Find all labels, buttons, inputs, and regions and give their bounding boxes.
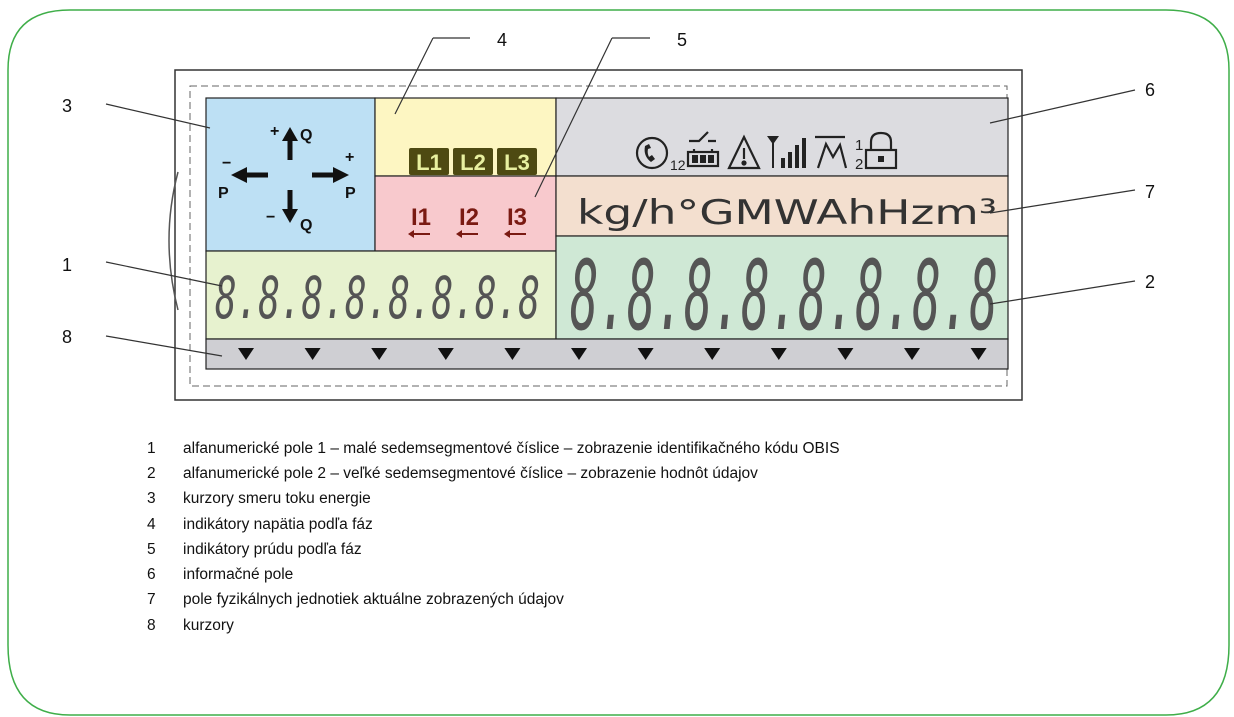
leader-8 [105, 335, 223, 357]
cursor-arrow-icon [238, 348, 254, 360]
energy-flow-field [205, 97, 376, 252]
leader-3 [105, 103, 211, 129]
phase-l3-label: L3 [504, 150, 530, 175]
legend-list: 1 alfanumerické pole 1 – malé sedemsegmen… [120, 436, 840, 638]
callout-3: 3 [62, 96, 73, 116]
phase-voltage-indicators: L1 L2 L3 [409, 148, 537, 175]
callout-2: 2 [1145, 272, 1156, 292]
cursor-arrow-icon [970, 348, 987, 360]
legend-number: 8 [147, 616, 156, 634]
phase-l3-indicator [497, 148, 537, 175]
energy-plus-p-label: + [345, 149, 354, 166]
current-i2-label: I2 [459, 204, 479, 231]
energy-p-left-label: P [218, 185, 229, 202]
legend-text: alfanumerické pole 2 – veľké sedemsegmen… [183, 464, 758, 482]
callout-8: 8 [62, 327, 73, 347]
phone-icon [635, 136, 669, 170]
leader-2 [989, 280, 1136, 305]
cursor-arrow-icon [837, 348, 854, 360]
cursor-arrow-icon [637, 348, 654, 360]
lock-icon [864, 131, 898, 170]
fraction-numerator: 1 [855, 137, 863, 154]
callout-6: 6 [1145, 80, 1156, 100]
energy-p-right-label: P [345, 185, 356, 202]
slide-frame [7, 9, 1230, 716]
legend-item: 3 kurzory smeru toku energie [120, 487, 840, 512]
cursor-arrow-icon [437, 348, 454, 360]
phase-l1-label: L1 [416, 150, 442, 175]
small-digits-readout: 8.8.8.8.8.8.8.8 [215, 264, 540, 332]
legend-text: indikátory prúdu podľa fáz [183, 540, 362, 558]
cursor-arrows [238, 348, 987, 360]
display-side-bracket [168, 171, 179, 311]
legend-text: kurzory [183, 616, 234, 634]
cursor-field [205, 338, 1009, 370]
battery-switch-icon [686, 131, 720, 168]
legend-text: kurzory smeru toku energie [183, 490, 371, 508]
info-icons: 12 1 2 [635, 131, 898, 173]
energy-q-top-label: Q [300, 127, 312, 144]
legend-number: 2 [147, 464, 156, 482]
energy-plus-q-label: + [270, 123, 279, 140]
cursor-arrow-icon [371, 348, 388, 360]
legend-text: indikátory napätia podľa fáz [183, 515, 373, 533]
legend-item: 8 kurzory [120, 613, 840, 638]
display-inner-dashed [189, 85, 1008, 387]
energy-flow-arrows-icon [231, 127, 349, 223]
legend-number: 5 [147, 540, 156, 558]
callout-4: 4 [497, 30, 508, 50]
cursor-arrow-icon [704, 348, 721, 360]
cursor-arrow-icon [304, 348, 321, 360]
legend-text: pole fyzikálnych jednotiek aktuálne zobr… [183, 591, 564, 609]
leader-4-diag [394, 37, 434, 115]
legend-text: informačné pole [183, 566, 294, 584]
cursor-arrow-icon [904, 348, 920, 360]
energy-minus-q-label: − [266, 209, 275, 226]
legend-item: 2 alfanumerické pole 2 – veľké sedemsegme… [120, 461, 840, 486]
current-i3-label: I3 [507, 204, 527, 231]
legend-item: 5 indikátory prúdu podľa fáz [120, 537, 840, 562]
units-label: kg/h°GMWAhHzm³ [577, 193, 997, 233]
legend-item: 7 pole fyzikálnych jednotiek aktuálne zob… [120, 588, 840, 613]
leader-5-diag [534, 37, 613, 198]
legend-text: alfanumerické pole 1 – malé sedemsegment… [183, 439, 840, 457]
warning-icon [727, 134, 761, 170]
legend-item: 1 alfanumerické pole 1 – malé sedemsegmen… [120, 436, 840, 461]
energy-q-bottom-label: Q [300, 217, 312, 234]
phase-current-indicators: I1 I2 I3 [408, 204, 527, 238]
energy-minus-p-label: − [222, 155, 231, 172]
cursor-arrow-icon [504, 348, 521, 360]
callout-5: 5 [677, 30, 688, 50]
signal-strength-icon [767, 136, 806, 168]
callout-7: 7 [1145, 182, 1156, 202]
cursor-arrow-icon [571, 348, 587, 360]
tamper-icon [815, 135, 848, 169]
callout-1: 1 [62, 255, 73, 275]
large-digits-readout: 8.8.8.8.8.8.8.8 [570, 240, 998, 352]
leader-6 [989, 89, 1136, 124]
leader-7 [989, 189, 1136, 214]
legend-number: 6 [147, 566, 156, 584]
legend-number: 7 [147, 591, 156, 609]
fraction-denominator: 2 [855, 156, 863, 173]
leader-1 [105, 261, 223, 287]
small-digit-field [205, 250, 557, 340]
callout-leaders [105, 37, 1136, 357]
legend-item: 6 informačné pole [120, 562, 840, 587]
cursor-arrow-icon [770, 348, 787, 360]
current-indicator-field [374, 175, 557, 252]
phase-l2-indicator [453, 148, 493, 175]
battery-small-label: 12 [670, 157, 686, 173]
phase-l2-label: L2 [460, 150, 486, 175]
legend-item: 4 indikátory napätia podľa fáz [120, 512, 840, 537]
phase-l1-indicator [409, 148, 449, 175]
current-i1-label: I1 [411, 204, 431, 231]
legend-number: 4 [147, 515, 156, 533]
legend-number: 1 [147, 439, 156, 457]
large-digit-field [555, 235, 1009, 340]
legend-number: 3 [147, 490, 156, 508]
units-field [555, 175, 1009, 237]
